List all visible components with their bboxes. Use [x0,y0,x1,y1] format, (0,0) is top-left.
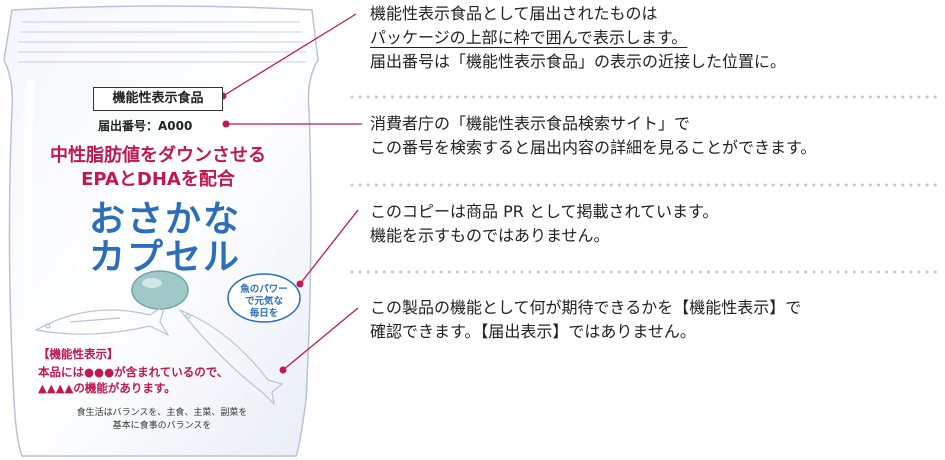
callout-dot [296,280,304,288]
callout-lines [222,13,362,371]
note-line-2: 基本に食事のバランスを [112,421,212,431]
callout-4: この製品の機能として何が期待できるかを【機能性表示】で 確認できます。【届出表示… [370,296,801,344]
dotted-separators [350,95,944,274]
headline-line-1: 中性脂肪値をダウンさせる [50,145,266,166]
headline-line-2: EPAとDHAを配合 [81,169,235,190]
callout-1: 機能性表示食品として届出されたものは パッケージの上部に枠で囲んで表示します。 … [370,2,786,74]
product-name-line-2: カプセル [88,237,241,278]
pouch-seal-lines [18,21,306,63]
bubble-text: 魚のパワー で元気な 毎日を [240,284,288,319]
callout-dot [222,120,230,128]
function-line-2: ▲▲▲▲の機能があります。 [38,381,176,395]
callout-4-line-2: 確認できます。【届出表示】ではありません。 [370,322,696,341]
callout-3: このコピーは商品 PR として掲載されています。 機能を示すものではありません。 [370,200,718,248]
callout-2-line-2: この番号を検索すると届出内容の詳細を見ることができます。 [370,138,817,157]
functional-food-label: 機能性表示食品 [93,87,223,111]
fish-illustration-right [178,308,284,406]
callout-1-line-2: パッケージの上部に枠で囲んで表示します。 [370,28,688,47]
callout-3-line-1: このコピーは商品 PR として掲載されています。 [370,202,719,221]
product-name-line-1: おさかな [88,199,241,240]
callout-dot [279,366,287,374]
callout-4-line-1: この製品の機能として何が期待できるかを【機能性表示】で [370,298,802,317]
callout-1-line-3: 届出番号は「機能性表示食品」の表示の近接した位置に。 [370,52,787,71]
note-line-1: 食生活はバランスを、主食、主菜、副菜を [76,408,248,418]
callout-3-line-2: 機能を示すものではありません。 [370,226,610,245]
notification-number: 届出番号：A000 [98,119,193,133]
function-line-1: 本品には●●●が含まれているので、 [38,365,229,379]
fish-illustration-left [34,303,170,337]
callout-2-line-1: 消費者庁の「機能性表示食品検索サイト」で [370,114,691,133]
speech-bubble [227,273,301,323]
callout-2: 消費者庁の「機能性表示食品検索サイト」で この番号を検索すると届出内容の詳細を見… [370,112,816,160]
package-pouch [3,5,319,457]
callout-1-line-1: 機能性表示食品として届出されたものは [370,4,658,23]
function-title: 【機能性表示】 [38,347,119,361]
pouch-shine [23,79,38,441]
